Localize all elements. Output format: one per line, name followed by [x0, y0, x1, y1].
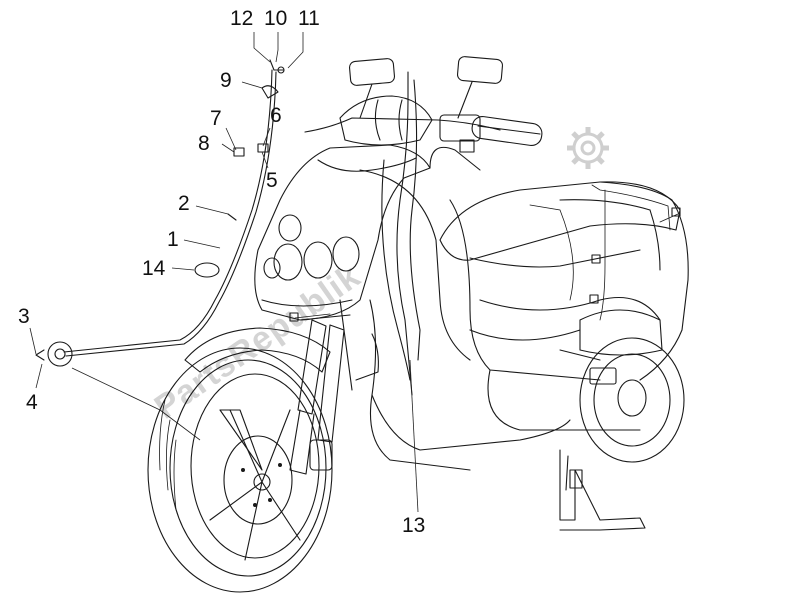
mirror-left: [348, 58, 396, 119]
callout-1: 1: [167, 228, 179, 251]
floorboard: [371, 394, 571, 451]
callout-3: 3: [18, 305, 30, 328]
body-panels: [339, 169, 641, 471]
rear-wheel: [559, 309, 685, 463]
front-wheel: [147, 347, 333, 593]
mirror-right: [456, 56, 504, 119]
callout-5: 5: [266, 169, 278, 192]
callout-7: 7: [210, 107, 222, 130]
watermark-text: PartsRepublik: [148, 257, 368, 427]
callout-13: 13: [402, 514, 425, 537]
rear-body: [469, 181, 689, 381]
cables: [289, 71, 681, 396]
handlebar: [304, 95, 543, 153]
callout-14: 14: [142, 257, 166, 280]
callout-labels: 12 10 11 9 7 6 8 5 2 1 14 3 4 13: [18, 7, 425, 537]
gear-icon: [567, 127, 609, 169]
center-stand: [559, 449, 646, 531]
seat: [439, 181, 681, 268]
callout-2: 2: [178, 192, 190, 215]
callout-6: 6: [270, 104, 282, 127]
watermark: PartsRepublik: [148, 127, 609, 427]
leader-lines: [29, 32, 419, 513]
callout-11: 11: [298, 7, 320, 30]
callout-10: 10: [264, 7, 287, 30]
scooter-illustration: [29, 32, 689, 593]
callout-4: 4: [26, 391, 38, 414]
front-fairing: [254, 144, 481, 321]
callout-8: 8: [198, 132, 210, 155]
front-fork: [289, 314, 351, 475]
speedometer-cable-assembly: [35, 59, 285, 367]
callout-9: 9: [220, 69, 232, 92]
callout-12: 12: [230, 7, 253, 30]
